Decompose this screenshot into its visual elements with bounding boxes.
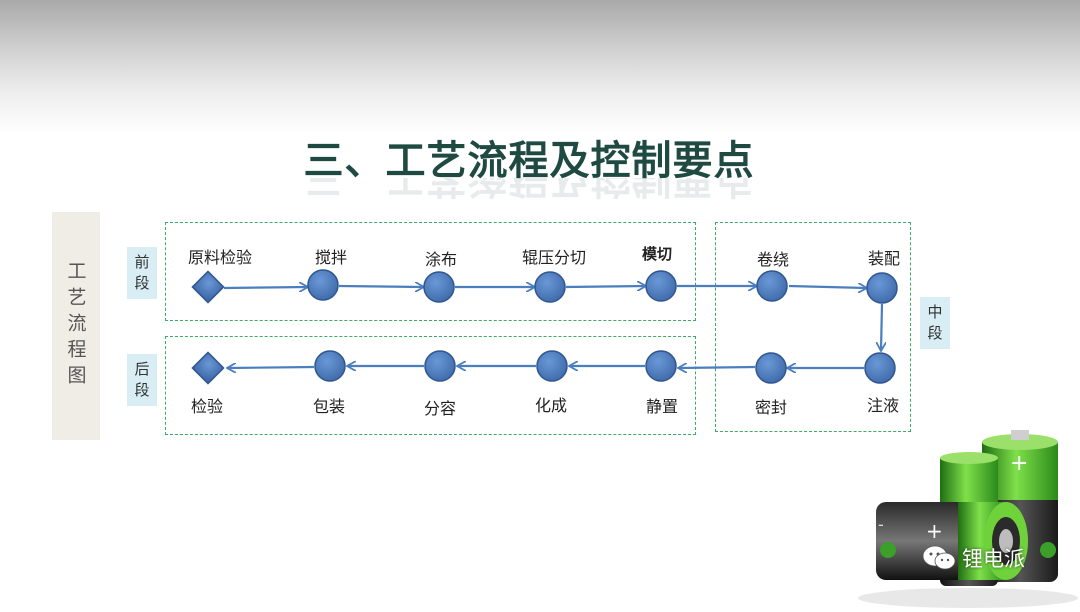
segment-label-back: 后段: [127, 354, 157, 406]
battery-illustration: + - +: [858, 430, 1080, 608]
step-label-winding: 卷绕: [756, 250, 790, 269]
arrow-icon: [881, 303, 882, 350]
circle-node-icon: [536, 350, 568, 382]
circle-node-icon: [645, 270, 677, 302]
step-label-die-cutting: 模切: [641, 245, 673, 263]
circle-node-icon: [314, 350, 346, 382]
arrow-icon: [788, 286, 866, 288]
circle-node-icon: [424, 350, 456, 382]
back-section-box: [165, 336, 696, 435]
circle-node-icon: [866, 272, 898, 304]
wechat-icon: [922, 544, 956, 572]
segment-label-front: 前段: [127, 247, 157, 299]
segment-front-text: 前段: [134, 253, 150, 292]
header-gradient: [0, 0, 1080, 135]
arrow-icon: [338, 286, 423, 287]
step-label-raw-inspection: 原料检验: [187, 248, 253, 267]
segment-middle-text: 中段: [927, 303, 943, 342]
step-label-packaging: 包装: [312, 397, 346, 416]
step-label-final-inspection: 检验: [190, 397, 224, 416]
front-section-box: [165, 222, 696, 321]
step-label-electrolyte-filling: 注液: [866, 396, 900, 415]
step-label-rolling-slitting: 辊压分切: [521, 248, 587, 267]
circle-node-icon: [423, 271, 455, 303]
segment-label-middle: 中段: [920, 297, 950, 349]
svg-text:+: +: [1010, 451, 1028, 476]
step-label-standing: 静置: [645, 397, 679, 416]
diamond-node-icon: [191, 270, 225, 304]
step-label-formation: 化成: [534, 396, 568, 415]
arrow-icon: [228, 367, 315, 368]
page-title: 三、工艺流程及控制要点: [303, 138, 755, 184]
step-label-mixing: 搅拌: [314, 248, 348, 267]
side-label: 工艺流程图: [64, 261, 87, 391]
arrow-icon: [223, 287, 307, 288]
middle-section-box: [715, 222, 911, 432]
circle-node-icon: [645, 350, 677, 382]
circle-node-icon: [864, 352, 896, 384]
step-label-grading: 分容: [423, 399, 457, 418]
arrow-icon: [565, 286, 645, 287]
circle-node-icon: [756, 270, 788, 302]
svg-text:+: +: [926, 519, 943, 543]
step-label-assembly: 装配: [867, 249, 901, 268]
step-label-sealing: 密封: [754, 398, 788, 417]
circle-node-icon: [307, 269, 339, 301]
arrow-icon: [679, 367, 756, 368]
diamond-node-icon: [191, 351, 225, 385]
watermark: 锂电派: [922, 543, 1025, 573]
circle-node-icon: [534, 271, 566, 303]
watermark-text: 锂电派: [962, 547, 1025, 571]
circle-node-icon: [755, 352, 787, 384]
svg-text:-: -: [878, 515, 884, 534]
step-label-coating: 涂布: [424, 250, 458, 269]
segment-back-text: 后段: [134, 360, 150, 399]
side-panel: 工艺流程图: [52, 212, 100, 440]
